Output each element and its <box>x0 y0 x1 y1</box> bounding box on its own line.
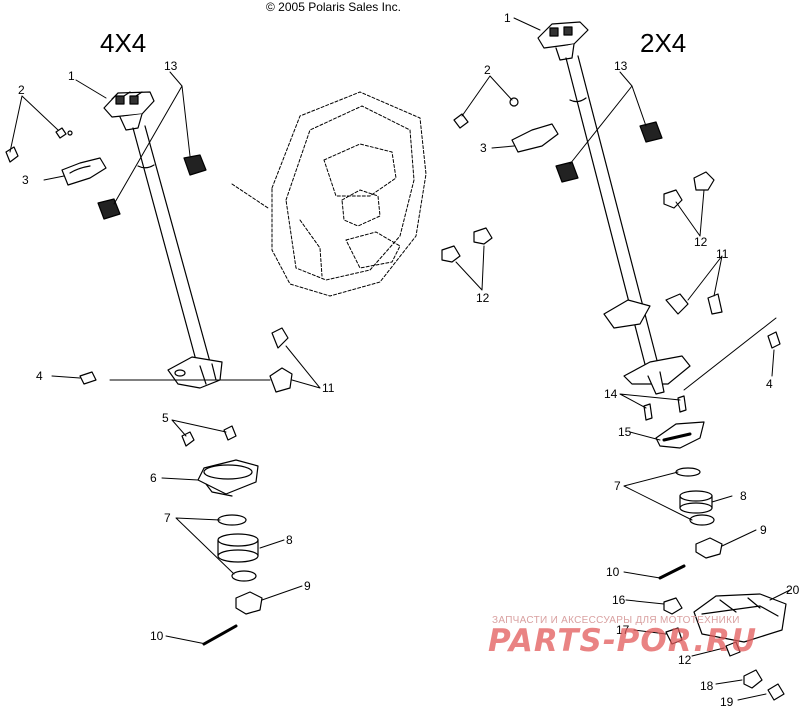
callout-12-right-a: 12 <box>694 235 708 249</box>
bolt-14-a <box>643 403 653 421</box>
callout-2-left: 2 <box>18 83 25 97</box>
callout-13-right: 13 <box>614 59 628 73</box>
bolt-14-b <box>677 395 687 413</box>
leader-lines-left <box>9 71 321 645</box>
callout-4-left: 4 <box>36 369 43 383</box>
bracket-11-right-a <box>665 293 689 315</box>
bolt-2-left <box>5 127 73 163</box>
callout-7-left: 7 <box>164 511 171 525</box>
callout-1-right: 1 <box>504 11 511 25</box>
washer-7-left-b <box>231 570 257 582</box>
section-title-4x4: 4X4 <box>100 28 147 58</box>
vehicle-frame-outline <box>231 91 427 297</box>
steering-post-4x4 <box>103 91 223 389</box>
bolt-2-right <box>453 113 469 129</box>
callout-11-left: 11 <box>322 381 335 395</box>
nut-12-right-c <box>473 227 493 245</box>
bolt-5-b <box>223 425 237 441</box>
clamp-3-left <box>61 157 107 186</box>
steering-post-2x4 <box>537 21 691 395</box>
nut-18 <box>743 669 763 689</box>
bolt-4-right <box>767 331 781 349</box>
callout-14: 14 <box>604 387 618 401</box>
bushing-13-right-b <box>555 161 579 183</box>
collar-6 <box>197 459 259 497</box>
leader-lines-right <box>455 17 791 701</box>
copyright-text: © 2005 Polaris Sales Inc. <box>266 0 401 14</box>
nut-9-right <box>695 537 723 559</box>
callout-13-left: 13 <box>164 59 178 73</box>
nut-12-right-d <box>441 245 461 263</box>
bolt-17 <box>665 627 683 645</box>
callout-3-right: 3 <box>480 141 487 155</box>
washer-7-left-a <box>217 514 247 526</box>
bolt-4-left <box>79 371 97 385</box>
bushing-8-left <box>217 533 259 563</box>
section-title-2x4: 2X4 <box>640 28 687 58</box>
callout-6: 6 <box>150 471 157 485</box>
bushing-13-left <box>97 154 207 220</box>
nut-12-right-e <box>725 641 741 657</box>
callout-16: 16 <box>612 593 626 607</box>
bushing-8-right <box>679 490 713 514</box>
washer-7-right-b <box>689 514 715 526</box>
nut-9-left <box>235 591 263 615</box>
callout-9-left: 9 <box>304 579 311 593</box>
bracket-11-left-bottom <box>269 367 293 393</box>
watermark-caption: ЗАПЧАСТИ И АКСЕССУАРЫ ДЛЯ МОТОТЕХНИКИ <box>492 615 740 626</box>
callout-20: 20 <box>786 583 800 597</box>
callout-12-right-c: 12 <box>678 653 692 667</box>
callout-8-right: 8 <box>740 489 747 503</box>
callout-18: 18 <box>700 679 714 693</box>
nut-12-right-a <box>693 171 715 191</box>
housing-20 <box>693 593 787 643</box>
watermark-brand: PARTS-POR.RU <box>488 623 758 659</box>
clamp-3-right <box>511 123 559 153</box>
washer-7-right-a <box>675 467 701 477</box>
callout-3-left: 3 <box>22 173 29 187</box>
rod-10-right <box>658 564 686 580</box>
bracket-11-right-b <box>707 293 723 315</box>
callout-2-right: 2 <box>484 63 491 77</box>
rod-10-left <box>202 624 238 646</box>
nut-16 <box>663 597 683 615</box>
callout-17: 17 <box>616 623 630 637</box>
callout-4-right: 4 <box>766 377 773 391</box>
nut-12-right-b <box>663 189 683 209</box>
callout-10-left: 10 <box>150 629 164 643</box>
callout-15: 15 <box>618 425 632 439</box>
callout-12-right-b: 12 <box>476 291 490 305</box>
callout-1-left: 1 <box>68 69 75 83</box>
callout-8-left: 8 <box>286 533 293 547</box>
callout-7-right: 7 <box>614 479 621 493</box>
bracket-11-left-top <box>271 327 289 349</box>
bushing-13-right-a <box>639 121 663 143</box>
callout-10-right: 10 <box>606 565 620 579</box>
bolt-19 <box>767 683 785 701</box>
callout-11-right: 11 <box>716 247 729 261</box>
callout-19: 19 <box>720 695 734 707</box>
callout-9-right: 9 <box>760 523 767 537</box>
callout-5: 5 <box>162 411 169 425</box>
clamp-15 <box>655 421 705 449</box>
